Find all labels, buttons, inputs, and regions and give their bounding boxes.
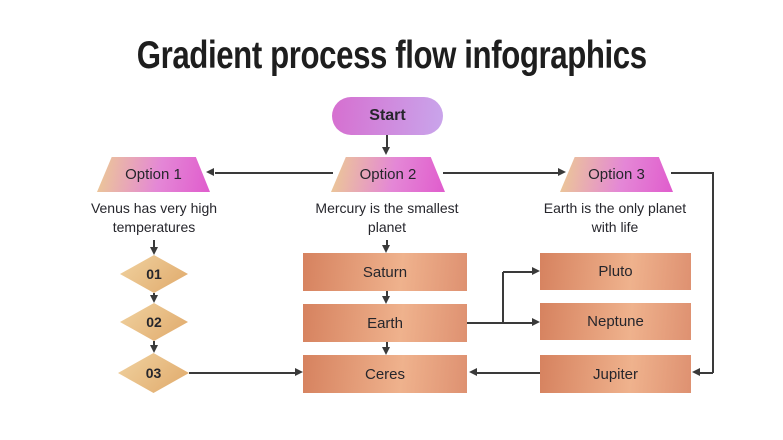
node-earth-label: Earth — [367, 314, 403, 332]
arrowhead-option2-option1 — [206, 168, 214, 176]
arrowhead-saturn-earth — [382, 296, 390, 304]
arrowhead-desc2-saturn — [382, 245, 390, 253]
arrowhead-junction-pluto — [532, 267, 540, 275]
step-02-diamond: 02 — [120, 303, 188, 341]
step-01-label: 01 — [146, 266, 162, 282]
node-jupiter: Jupiter — [540, 355, 691, 393]
connector-earth-neptune — [467, 322, 532, 324]
title-wrap: Gradient process flow infographics — [0, 34, 783, 78]
arrowhead-option2-option3 — [558, 168, 566, 176]
node-pluto: Pluto — [540, 253, 691, 290]
option-2-label: Option 2 — [359, 166, 417, 183]
node-ceres-label: Ceres — [364, 365, 405, 383]
option-1-description: Venus has very high temperatures — [90, 200, 218, 235]
arrowhead-step03-ceres — [295, 368, 303, 376]
connector-junction-pluto — [503, 271, 532, 273]
node-neptune: Neptune — [540, 303, 691, 340]
connector-jupiter-ceres — [477, 372, 540, 374]
connector-option3-jupiter — [700, 372, 713, 374]
node-pluto-label: Pluto — [598, 263, 633, 280]
start-node: Start — [332, 97, 443, 135]
step-01-diamond: 01 — [120, 255, 188, 293]
option-3-node: Option 3 — [560, 157, 673, 192]
arrowhead-jupiter-ceres — [469, 368, 477, 376]
node-neptune-label: Neptune — [587, 313, 644, 330]
connector-option3-down-vertical — [712, 172, 714, 373]
node-jupiter-label: Jupiter — [592, 365, 639, 383]
option-1-label: Option 1 — [125, 166, 182, 183]
connector-option2-option3 — [443, 172, 559, 174]
connector-step03-ceres — [189, 372, 295, 374]
arrowhead-earth-neptune — [532, 318, 540, 326]
connector-start-option2 — [386, 135, 388, 148]
arrowhead-earth-ceres — [382, 347, 390, 355]
option-2-node: Option 2 — [331, 157, 445, 192]
connector-saturn-earth — [386, 291, 388, 297]
arrowhead-option3-jupiter — [692, 368, 700, 376]
connector-earth-ceres — [386, 342, 388, 348]
arrowhead-start-option2 — [382, 147, 390, 155]
connector-desc2-saturn — [386, 240, 388, 246]
connector-step01-step02 — [153, 293, 155, 296]
step-03-diamond: 03 — [118, 353, 189, 393]
option-3-description: Earth is the only planet with life — [543, 200, 687, 235]
connector-junction-up — [502, 272, 504, 323]
option-2-description: Mercury is the smallest planet — [315, 200, 459, 235]
step-03-label: 03 — [145, 365, 162, 381]
connector-option2-option1 — [215, 172, 333, 174]
node-saturn: Saturn — [303, 253, 467, 291]
page-title: Gradient process flow infographics — [136, 34, 647, 77]
connector-option3-out-horizontal — [671, 172, 713, 174]
node-earth: Earth — [303, 304, 467, 342]
node-saturn-label: Saturn — [362, 263, 408, 281]
connector-desc1-step01 — [153, 240, 155, 248]
arrowhead-desc1-step01 — [150, 247, 158, 255]
node-ceres: Ceres — [303, 355, 467, 393]
option-1-node: Option 1 — [97, 157, 210, 192]
arrowhead-step02-step03 — [150, 345, 158, 353]
option-3-label: Option 3 — [588, 166, 645, 183]
start-node-label: Start — [369, 107, 406, 124]
step-02-label: 02 — [146, 314, 162, 330]
arrowhead-step01-step02 — [150, 295, 158, 303]
connector-step02-step03 — [153, 341, 155, 346]
